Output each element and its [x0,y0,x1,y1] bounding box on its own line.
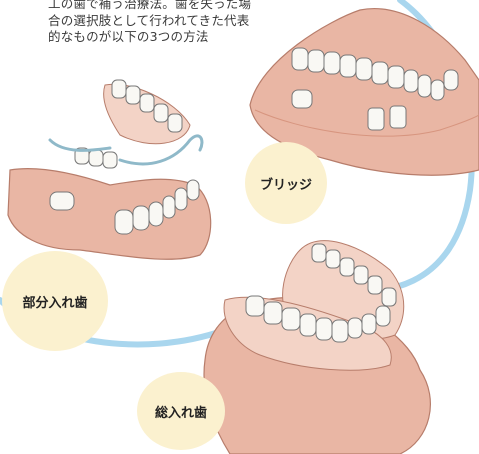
partial-denture-label: 部分入れ歯 [2,251,108,351]
full-denture-label-text: 総入れ歯 [155,402,207,421]
intro-line-3: 的なものが以下の3つの方法 [48,29,278,46]
full-denture-label: 総入れ歯 [137,372,225,450]
partial-denture-label-text: 部分入れ歯 [22,292,87,311]
bridge-label: ブリッジ [245,142,327,224]
intro-text: 工の歯で補う治療法。歯を失った場 合の選択肢として行われてきた代表 的なものが以… [48,0,278,46]
partial-denture-illustration [8,80,211,259]
bridge-label-text: ブリッジ [260,174,312,193]
intro-line-1: 工の歯で補う治療法。歯を失った場 [48,0,278,13]
intro-line-2: 合の選択肢として行われてきた代表 [48,13,278,30]
full-denture-illustration [204,241,430,454]
